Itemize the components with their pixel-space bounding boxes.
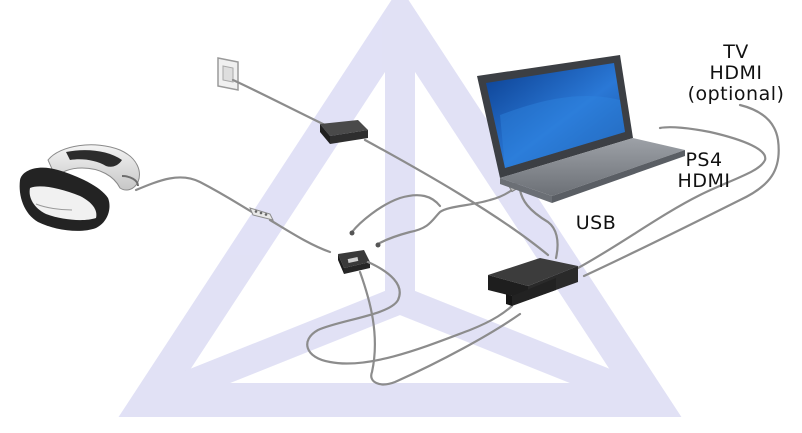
usb-label: USB — [566, 213, 626, 234]
usb-cable-to-processor — [518, 188, 559, 260]
usb-cable-loop — [350, 194, 442, 234]
ps4-label-line1: PS4 — [685, 149, 723, 171]
ps4-hdmi-label: PS4 HDMI — [662, 150, 746, 192]
ps4-label-line2: HDMI — [677, 170, 731, 192]
tv-hdmi-label: TV HDMI (optional) — [672, 42, 800, 105]
usb-cable — [376, 188, 514, 246]
tv-label-line2: HDMI — [709, 62, 763, 84]
headset-cable — [134, 176, 332, 254]
tv-label-line3: (optional) — [687, 83, 785, 105]
laptop — [477, 55, 685, 203]
tv-label-line1: TV — [723, 41, 749, 63]
watermark-logo — [118, 0, 682, 417]
processor-link-cable — [306, 260, 514, 365]
processor-unit — [488, 258, 578, 306]
tv-hdmi-cable — [582, 103, 780, 278]
inline-remote — [249, 207, 274, 221]
wall-outlet — [217, 57, 239, 91]
ac-adapter — [320, 120, 368, 144]
usb-label-text: USB — [575, 212, 617, 234]
power-cable — [231, 78, 550, 257]
ps4-hdmi-cable — [576, 126, 767, 270]
processor-link-cable-2 — [358, 270, 522, 386]
vr-headset — [19, 144, 140, 231]
connection-box — [338, 250, 370, 274]
